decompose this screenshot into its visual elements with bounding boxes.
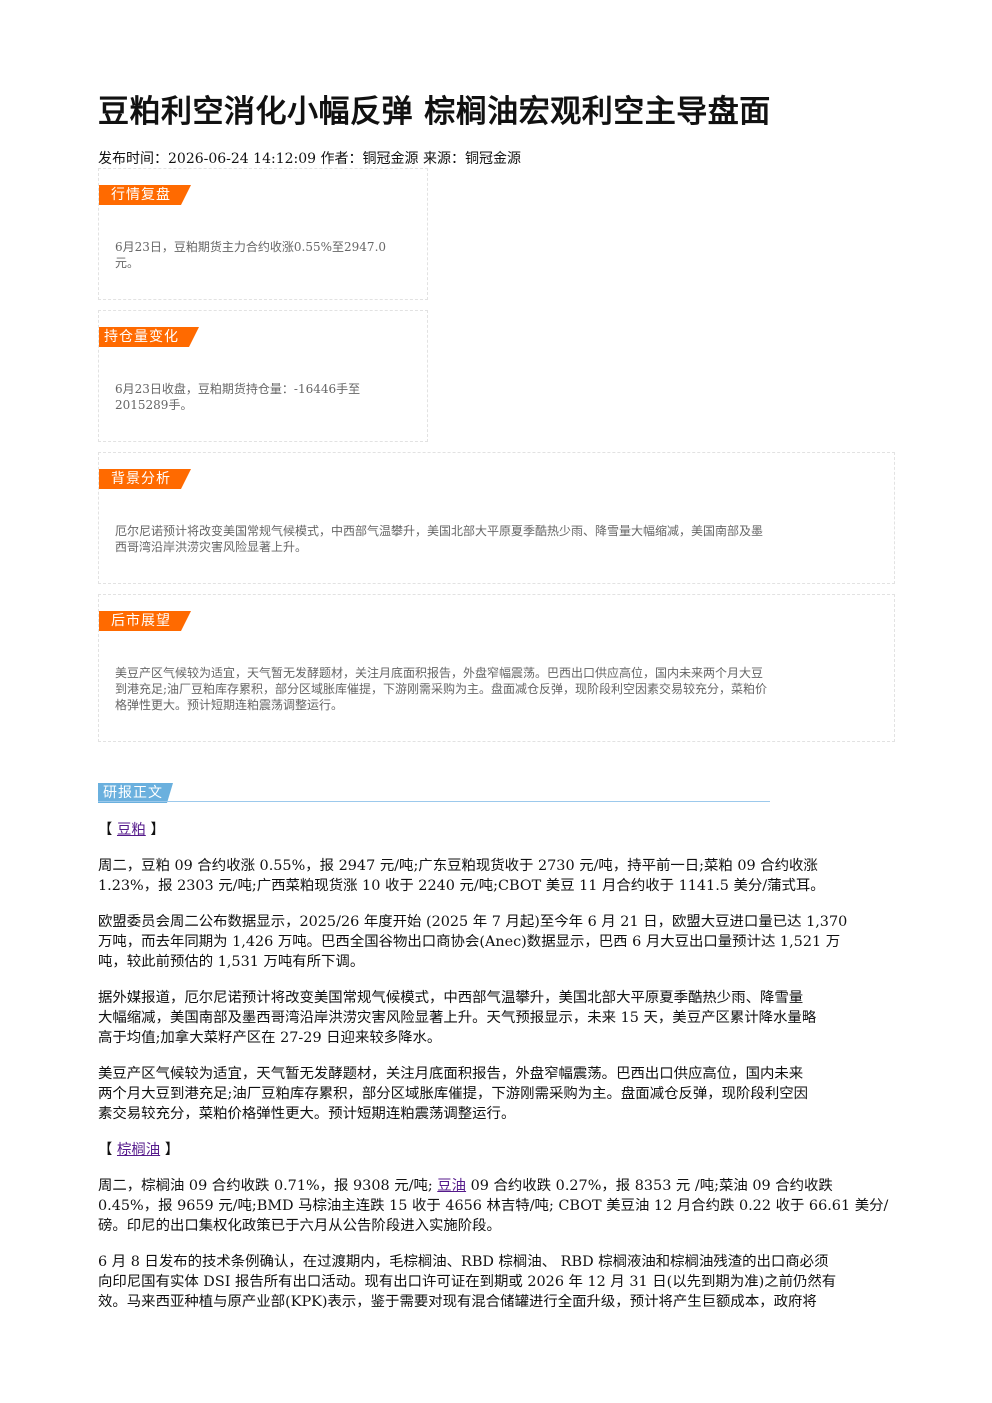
section-text: 美豆产区气候较为适宜，天气暂无发酵题材，关注月底面积报告，外盘窄幅震荡。巴西出口… <box>115 666 768 712</box>
section-tag: 持仓量变化 <box>99 327 199 347</box>
palm-oil-link[interactable]: 棕榈油 <box>116 1142 161 1158</box>
palm-oil-heading: 【 棕榈油 】 <box>98 1142 180 1158</box>
soymeal-paragraph-3: 据外媒报道，厄尔尼诺预计将改变美国常规气候模式，中西部气温攀升，美国北部大平原夏… <box>98 990 817 1046</box>
section-tag: 背景分析 <box>99 469 191 489</box>
section-tag: 后市展望 <box>99 611 191 631</box>
background-analysis-box: 背景分析 厄尔尼诺预计将改变美国常规气候模式，中西部气温攀升，美国北部大平原夏季… <box>98 452 895 584</box>
palm-paragraph-2: 6 月 8 日发布的技术条例确认，在过渡期内，毛棕榈油、RBD 棕榈油、 RBD… <box>98 1254 837 1310</box>
soymeal-paragraph-4: 美豆产区气候较为适宜，天气暂无发酵题材，关注月底面积报告，外盘窄幅震荡。巴西出口… <box>98 1066 808 1122</box>
palm-paragraph-1: 周二，棕榈油 09 合约收跌 0.71%，报 9308 元/吨; 豆油 09 合… <box>98 1178 889 1234</box>
soybean-oil-link[interactable]: 豆油 <box>437 1178 467 1194</box>
report-body-tag: 研报正文 <box>98 783 173 803</box>
page-title: 豆粕利空消化小幅反弹 棕榈油宏观利空主导盘面 <box>98 94 771 130</box>
section-tag: 行情复盘 <box>99 185 191 205</box>
soymeal-paragraph-2: 欧盟委员会周二公布数据显示，2025/26 年度开始 (2025 年 7 月起)… <box>98 914 848 970</box>
soymeal-link[interactable]: 豆粕 <box>116 822 146 838</box>
section-text: 6月23日收盘，豆粕期货持仓量：-16446手至 2015289手。 <box>115 382 361 412</box>
section-text: 6月23日，豆粕期货主力合约收涨0.55%至2947.0 元。 <box>115 240 387 270</box>
article-meta: 发布时间：2026-06-24 14:12:09 作者：铜冠金源 来源：铜冠金源 <box>98 151 521 167</box>
outlook-box: 后市展望 美豆产区气候较为适宜，天气暂无发酵题材，关注月底面积报告，外盘窄幅震荡… <box>98 594 895 742</box>
report-divider <box>98 801 770 802</box>
market-review-box: 行情复盘 6月23日，豆粕期货主力合约收涨0.55%至2947.0 元。 <box>98 168 428 300</box>
soymeal-heading: 【 豆粕 】 <box>98 822 165 838</box>
soymeal-paragraph-1: 周二，豆粕 09 合约收涨 0.55%，报 2947 元/吨;广东豆粕现货收于 … <box>98 858 825 894</box>
section-text: 厄尔尼诺预计将改变美国常规气候模式，中西部气温攀升，美国北部大平原夏季酷热少雨、… <box>115 524 764 554</box>
open-interest-box: 持仓量变化 6月23日收盘，豆粕期货持仓量：-16446手至 2015289手。 <box>98 310 428 442</box>
